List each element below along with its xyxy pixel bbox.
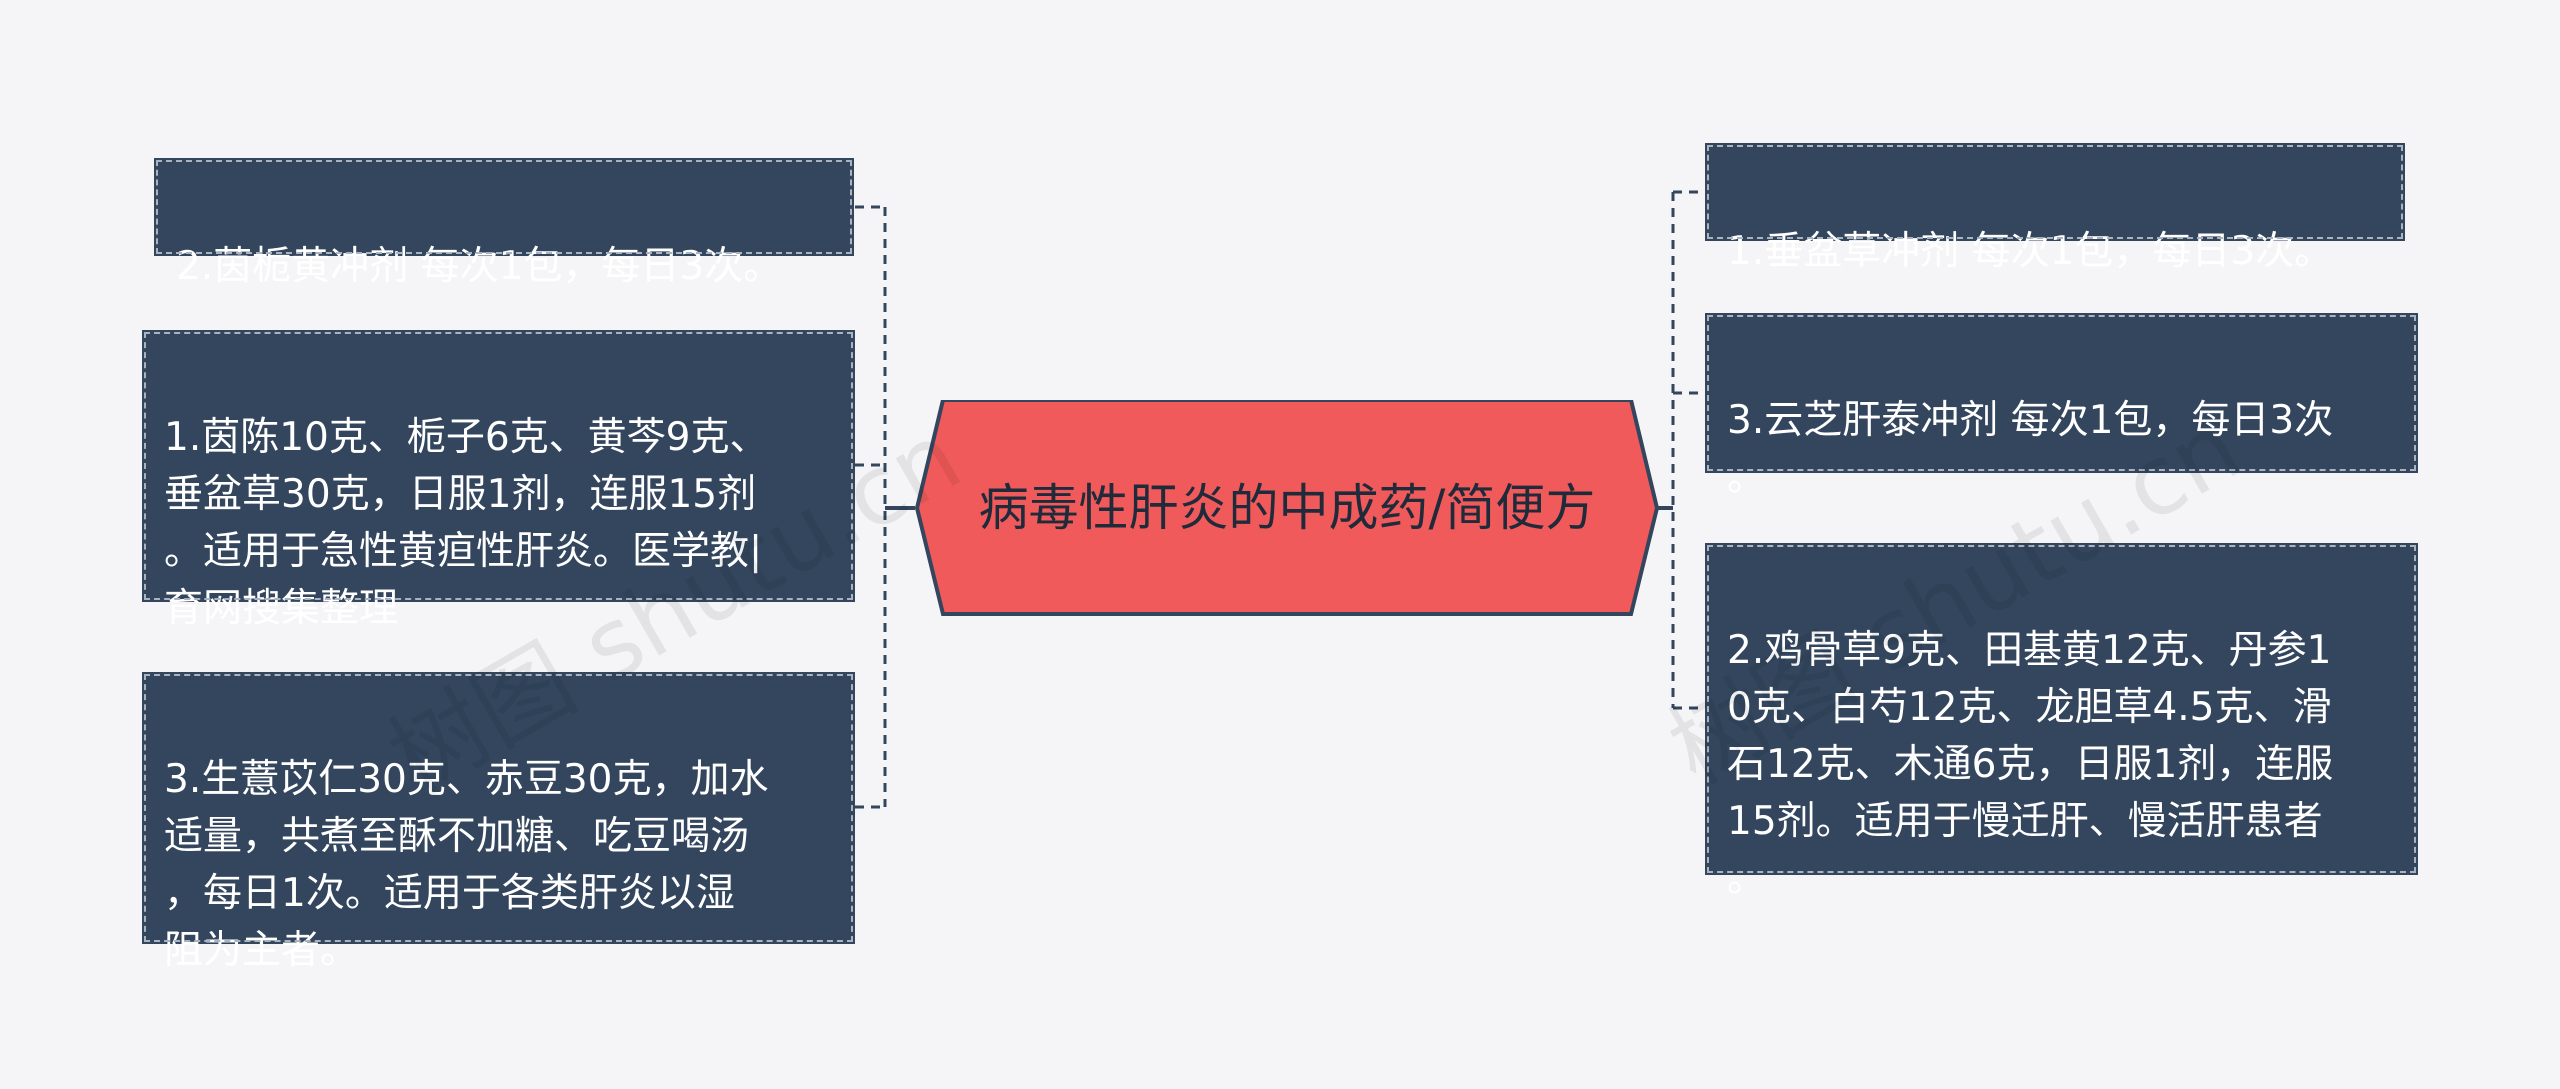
topic-node-left-3-text: 3.生薏苡仁30克、赤豆30克，加水 适量，共煮至酥不加糖、吃豆喝汤 ，每日1次…	[164, 757, 769, 973]
topic-node-left-2-text: 1.茵陈10克、栀子6克、黄芩9克、 垂盆草30克，日服1剂，连服15剂 。适用…	[164, 415, 769, 631]
center-node-title: 病毒性肝炎的中成药/简便方	[978, 479, 1596, 537]
topic-node-right-3-text: 2.鸡骨草9克、田基黄12克、丹参1 0克、白芍12克、龙胆草4.5克、滑 石1…	[1727, 628, 2334, 901]
topic-node-left-1-text: 2.茵栀黄冲剂 每次1包，每日3次。	[176, 244, 783, 289]
topic-node-right-1-text: 1.垂盆草冲剂 每次1包，每日3次。	[1727, 229, 2334, 274]
topic-node-right-1[interactable]: 1.垂盆草冲剂 每次1包，每日3次。	[1705, 143, 2405, 274]
topic-node-left-1[interactable]: 2.茵栀黄冲剂 每次1包，每日3次。	[154, 158, 854, 289]
topic-node-right-2-text: 3.云芝肝泰冲剂 每次1包，每日3次 。	[1727, 398, 2334, 500]
topic-node-left-2[interactable]: 1.茵陈10克、栀子6克、黄芩9克、 垂盆草30克，日服1剂，连服15剂 。适用…	[142, 330, 855, 631]
topic-node-left-3[interactable]: 3.生薏苡仁30克、赤豆30克，加水 适量，共煮至酥不加糖、吃豆喝汤 ，每日1次…	[142, 672, 855, 973]
topic-node-right-2[interactable]: 3.云芝肝泰冲剂 每次1包，每日3次 。	[1705, 313, 2418, 500]
topic-node-right-3[interactable]: 2.鸡骨草9克、田基黄12克、丹参1 0克、白芍12克、龙胆草4.5克、滑 石1…	[1705, 543, 2418, 901]
center-node-shape[interactable]	[915, 400, 1659, 616]
